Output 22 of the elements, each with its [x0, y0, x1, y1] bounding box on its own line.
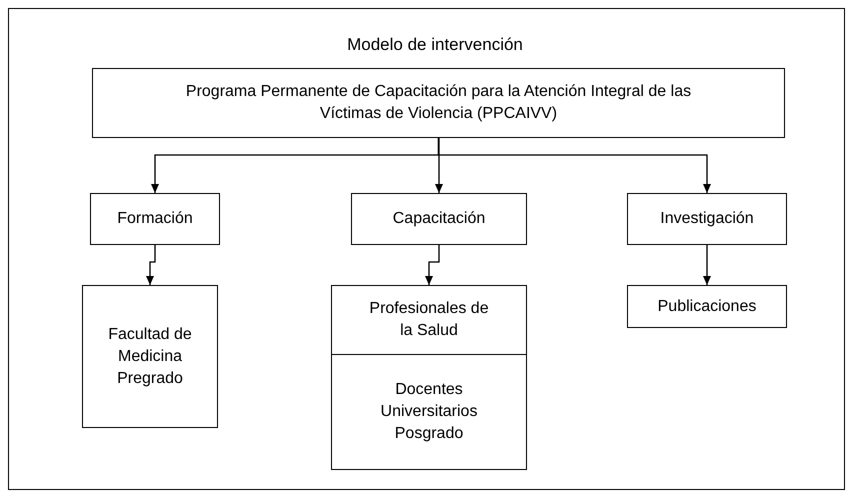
arrow	[435, 138, 443, 193]
diagram-title: Modelo de intervención	[346, 34, 524, 56]
box-label: Programa Permanente de Capacitación para la Atención Integral de las Víctimas de Violencia (PPCAIVV)	[184, 82, 692, 124]
process-box	[627, 285, 787, 328]
box-label: Facultad de Medicina Pregrado	[107, 324, 193, 388]
arrow	[703, 245, 711, 285]
arrow	[438, 138, 711, 193]
process-box	[331, 354, 527, 470]
process-box	[331, 285, 527, 355]
box-label: Investigación	[660, 209, 754, 229]
box-label: Capacitación	[392, 209, 486, 229]
process-box	[627, 193, 787, 245]
process-box	[82, 285, 218, 428]
box-label: Profesionales de la Salud	[369, 299, 489, 341]
process-box	[351, 193, 527, 245]
process-box	[92, 68, 785, 138]
box-label: Formación	[117, 209, 193, 229]
box-label: Docentes Universitarios Posgrado	[380, 380, 478, 444]
box-label: Publicaciones	[658, 296, 756, 316]
process-box	[90, 193, 220, 245]
arrow	[425, 245, 440, 285]
arrow	[146, 245, 156, 285]
